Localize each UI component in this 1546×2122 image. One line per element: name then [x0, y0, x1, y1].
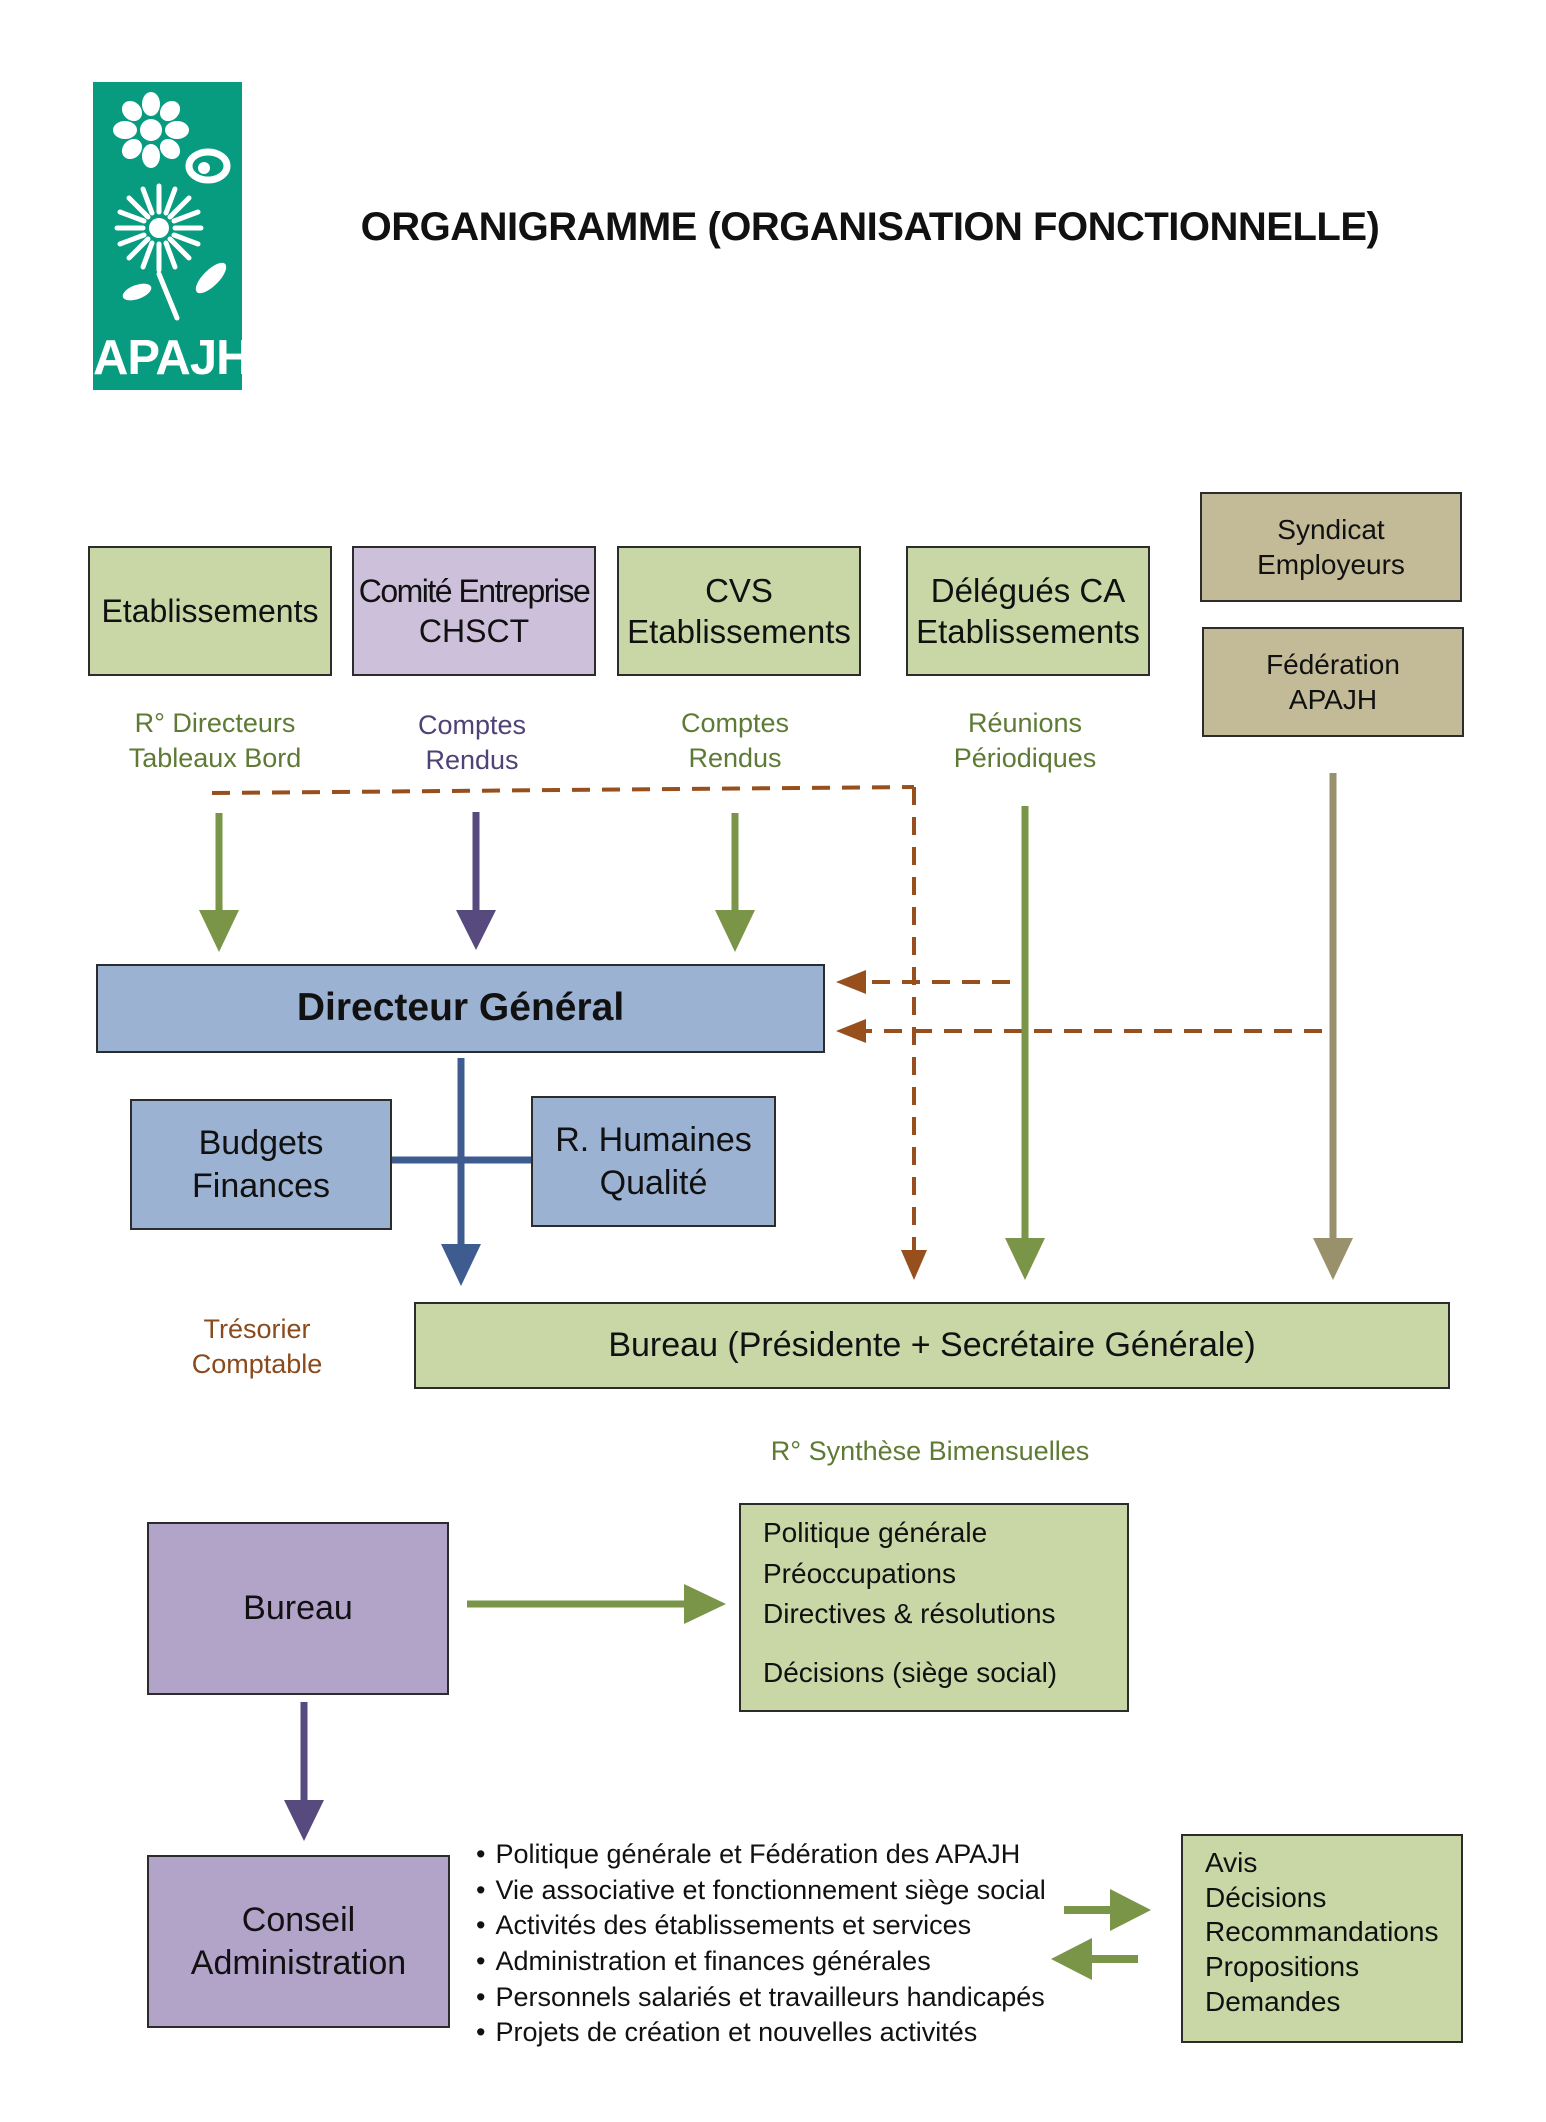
bureau-presidente-label: Bureau (Présidente + Secrétaire Générale…	[608, 1326, 1256, 1365]
rh-qualite-box: R. Humaines Qualité	[531, 1096, 776, 1227]
green-arrow-head	[1051, 1938, 1092, 1980]
conseil-output-item: Avis	[1205, 1847, 1258, 1878]
logo-text: APAJH	[93, 331, 251, 385]
comptes2-line1: Comptes	[680, 708, 790, 738]
conseil-outputs-box: Avis Décisions Recommandations Propositi…	[1181, 1834, 1463, 2043]
comptes2-line2: Rendus	[688, 743, 782, 774]
arrow-head	[901, 1250, 927, 1280]
list-item: Projets de création et nouvelles activit…	[476, 2015, 1046, 2051]
delegues-sub-label: Etablissements	[916, 613, 1140, 650]
rh-label: R. Humaines	[555, 1121, 752, 1159]
delegues-label: Délégués CA	[930, 571, 1126, 609]
federation-box: Fédération APAJH	[1202, 627, 1464, 737]
cvs-sub-label: Etablissements	[627, 613, 851, 650]
cvs-label: CVS	[705, 571, 773, 609]
green-arrow-head	[684, 1584, 726, 1624]
syndicat-box: Syndicat Employeurs	[1200, 492, 1462, 602]
delegues-box: Délégués CA Etablissements	[906, 546, 1150, 676]
finances-label: Finances	[192, 1166, 330, 1205]
syndicat-label: Syndicat	[1277, 514, 1385, 545]
directeur-general-box: Directeur Général	[96, 964, 825, 1053]
conseil-output-item: Recommandations	[1205, 1916, 1439, 1948]
purple-arrow-head	[456, 910, 496, 950]
etablissements-box: Etablissements	[88, 546, 332, 676]
tresorier-line1: Trésorier	[203, 1314, 311, 1344]
budgets-finances-box: Budgets Finances	[130, 1099, 392, 1230]
budgets-label: Budgets	[198, 1124, 324, 1162]
green-arrow-head	[1110, 1889, 1151, 1931]
bureau-box: Bureau	[147, 1522, 449, 1695]
blue-arrow-head	[441, 1244, 481, 1286]
directeurs-line1: R° Directeurs	[134, 708, 296, 738]
qualite-label: Qualité	[599, 1163, 708, 1202]
dashed-line	[211, 785, 915, 795]
list-item: Administration et finances générales	[476, 1944, 1046, 1980]
directeurs-label: R° Directeurs Tableaux Bord	[100, 706, 330, 776]
bureau-output-item: Préoccupations	[763, 1557, 957, 1589]
comptes-rendus-2-label: Comptes Rendus	[635, 706, 835, 776]
reunions-label: Réunions Périodiques	[925, 706, 1125, 776]
list-item: Activités des établissements et services	[476, 1908, 1046, 1944]
reunions-line2: Périodiques	[953, 743, 1097, 774]
directeurs-line2: Tableaux Bord	[128, 743, 302, 774]
administration-label: Administration	[190, 1943, 407, 1982]
green-arrow-head	[1005, 1238, 1045, 1280]
tresorier-label: Trésorier Comptable	[157, 1312, 357, 1382]
bureau-output-item: Décisions (siège social)	[763, 1656, 1058, 1688]
federation-label: Fédération	[1266, 649, 1400, 680]
conseil-topics-list: Politique générale et Fédération des APA…	[476, 1837, 1046, 2051]
page-title: ORGANIGRAMME (ORGANISATION FONCTIONNELLE…	[360, 205, 1380, 249]
conseil-output-item: Demandes	[1205, 1985, 1341, 2017]
reunions-line1: Réunions	[967, 708, 1083, 738]
comptes-rendus-1-label: Comptes Rendus	[372, 708, 572, 778]
list-item: Politique générale et Fédération des APA…	[476, 1837, 1046, 1873]
bureau-output-item: Politique générale	[763, 1517, 988, 1548]
conseil-output-item: Décisions	[1205, 1881, 1327, 1913]
syndicat-sub-label: Employeurs	[1257, 549, 1405, 580]
comite-box: Comité Entreprise CHSCT	[352, 546, 596, 676]
comptes1-line1: Comptes	[417, 710, 527, 740]
bureau-output-item: Directives & résolutions	[763, 1598, 1056, 1630]
khaki-arrow-head	[1313, 1238, 1353, 1280]
flower-icon	[113, 92, 231, 321]
directeur-general-label: Directeur Général	[296, 986, 625, 1030]
list-item: Vie associative et fonctionnement siège …	[476, 1873, 1045, 1909]
bureau-presidente-box: Bureau (Présidente + Secrétaire Générale…	[414, 1302, 1450, 1389]
arrow-head	[836, 970, 866, 994]
conseil-label: Conseil	[241, 1901, 356, 1939]
comptes1-line2: Rendus	[425, 745, 519, 776]
bureau-outputs-box: Politique générale Préoccupations Direct…	[739, 1503, 1129, 1712]
purple-arrow-head	[284, 1800, 324, 1841]
apajh-logo: APAJH	[93, 82, 251, 390]
tresorier-line2: Comptable	[191, 1349, 323, 1380]
arrow-head	[836, 1019, 866, 1043]
federation-sub-label: APAJH	[1288, 684, 1378, 715]
chsct-label: CHSCT	[418, 613, 530, 649]
green-arrow-head	[199, 910, 239, 952]
cvs-box: CVS Etablissements	[617, 546, 861, 676]
etablissements-label: Etablissements	[101, 593, 319, 629]
bureau-label: Bureau	[243, 1589, 353, 1628]
comite-label: Comité Entreprise	[358, 573, 591, 609]
list-item: Personnels salariés et travailleurs hand…	[476, 1980, 1046, 2016]
conseil-administration-box: Conseil Administration	[147, 1855, 450, 2028]
green-arrow-head	[715, 910, 755, 952]
synthese-label: R° Synthèse Bimensuelles	[770, 1436, 1090, 1466]
conseil-output-item: Propositions	[1205, 1951, 1360, 1983]
